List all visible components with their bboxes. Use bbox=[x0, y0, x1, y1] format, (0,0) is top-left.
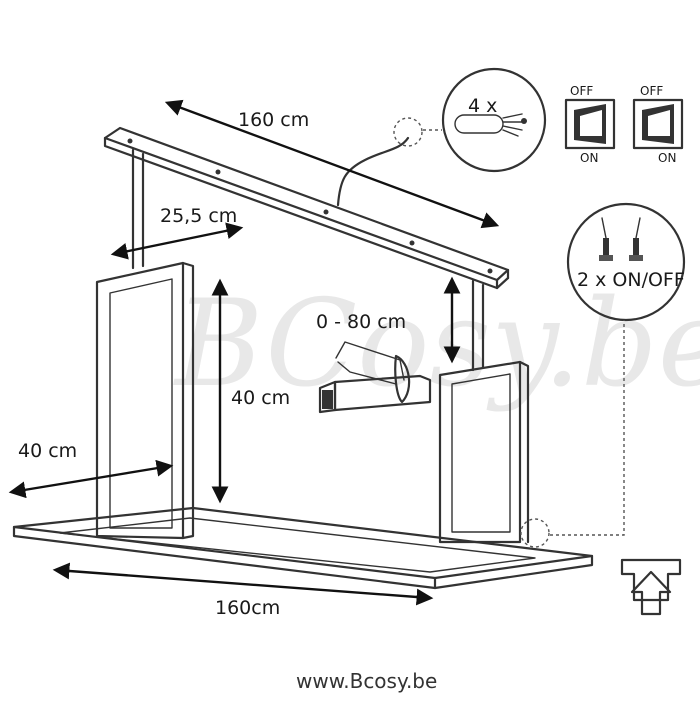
dim-bottom-width-label: 160cm bbox=[215, 597, 280, 619]
power-cable bbox=[336, 136, 410, 207]
right-frame bbox=[438, 360, 530, 544]
hacksaw-icon bbox=[318, 341, 432, 414]
dim-depth-arrow bbox=[8, 459, 174, 499]
dim-bottom-width-arrow bbox=[52, 562, 434, 606]
dim-bar-offset-label: 25,5 cm bbox=[160, 205, 237, 227]
footer-site-label: www.Bcosy.be bbox=[296, 669, 437, 693]
svg-text:ON: ON bbox=[658, 151, 676, 165]
cable-count-label: 4 x bbox=[468, 95, 497, 117]
cable-callout-marker bbox=[393, 117, 423, 147]
cable-icon bbox=[441, 67, 547, 173]
svg-text:OFF: OFF bbox=[640, 84, 663, 98]
dim-bar-offset-arrow bbox=[110, 222, 244, 260]
switches-label: 2 x ON/OFF bbox=[577, 269, 685, 291]
rocker-switch-icon: OFF ON bbox=[564, 84, 616, 165]
svg-text:ON: ON bbox=[580, 151, 598, 165]
left-frame bbox=[95, 261, 195, 540]
rocker-switch-icon-2: OFF ON bbox=[632, 84, 684, 165]
watermark-text: BCosy.be bbox=[173, 275, 700, 414]
dim-depth-label: 40 cm bbox=[18, 440, 77, 462]
switch-callout-marker bbox=[520, 518, 550, 548]
svg-text:OFF: OFF bbox=[570, 84, 593, 98]
dim-adjust-label: 0 - 80 cm bbox=[316, 311, 406, 333]
dim-top-width-label: 160 cm bbox=[238, 109, 309, 131]
lamp-panel bbox=[12, 506, 594, 590]
dim-frame-height-label: 40 cm bbox=[231, 387, 290, 409]
toggle-switch-icon bbox=[566, 202, 686, 322]
dim-top-width-arrow bbox=[164, 99, 500, 229]
arrow-up-icon bbox=[620, 558, 682, 616]
